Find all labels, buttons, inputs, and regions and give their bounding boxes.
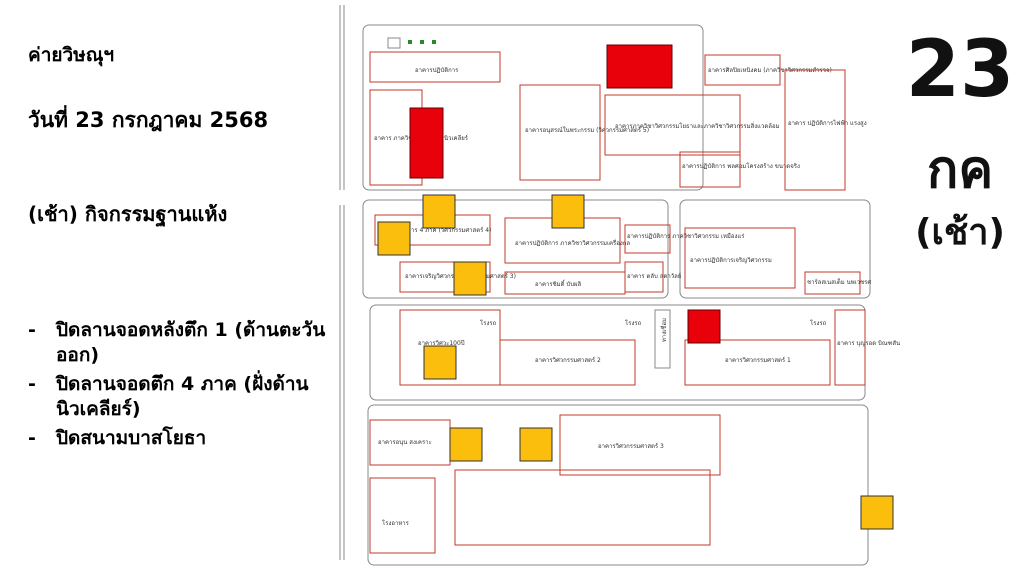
building-industrial (519, 84, 601, 181)
building-eng2 (499, 339, 636, 386)
building-survey (604, 94, 741, 156)
activity-zone (519, 427, 553, 462)
badge-day: 23 (905, 25, 1015, 115)
closed-zone (606, 44, 673, 89)
building-chem (624, 224, 671, 254)
building-label: อาคาร ปฏิบัติการไฟฟ้า แรงสูง (788, 119, 867, 127)
closed-zone (687, 309, 721, 344)
block-outline (679, 199, 871, 299)
building-label: อาคารวิศวกรรมศาสตร์ 2 (535, 356, 601, 364)
closed-zones (409, 44, 721, 344)
building-label: อาคารวิศวกรรมศาสตร์ 1 (725, 356, 791, 364)
building-lab (679, 151, 741, 188)
building-power (784, 69, 846, 191)
building-boonrod (834, 309, 866, 386)
building-sarasin (804, 271, 861, 295)
building-label: อาคารอนุน สงเคราะ (378, 439, 432, 446)
tree-marker (408, 40, 412, 44)
activity-label: (เช้า) กิจกรรมฐานแห้ง (28, 202, 228, 226)
tree-marker (432, 40, 436, 44)
badge-month: กค (926, 140, 994, 200)
building-label: อาคารอนุสรณ์ในพระกรรม (วิศวกรรมศาสตร์ 5) (525, 126, 649, 134)
block-outline (367, 404, 869, 566)
closure-item: -ปิดลานจอดตึก 4 ภาค (ฝั่งด้านนิวเคลียร์) (28, 373, 309, 420)
activity-zone (449, 427, 483, 462)
closure-text: ปิดสนามบาสโยธา (56, 427, 207, 449)
building-charoen (399, 261, 491, 293)
building-label: ทางเชื่อม (660, 318, 668, 342)
activity-zone (422, 194, 456, 229)
building-label: โรงรถ (810, 319, 827, 327)
closure-text: ปิดลานจอดตึก 4 ภาค (ฝั่งด้านนิวเคลียร์) (56, 373, 309, 420)
campus-map: อาคารปฏิบัติการ อาคาร ภาควิชา วิศวกรรม น… (339, 5, 900, 566)
building-label: ชาร์ลสเนสเด็ม นพเวชรศ (807, 277, 871, 286)
building-label: อาคารปฏิบัติการ (415, 67, 459, 74)
road-outlines (339, 5, 871, 566)
closure-text: ปิดลานจอดหลังตึก 1 (ด้านตะวันออก) (56, 319, 326, 366)
closed-zone (409, 107, 444, 179)
activity-zone (551, 194, 585, 229)
block-outline (362, 199, 669, 299)
tree-marker (420, 40, 424, 44)
camp-title: ค่ายวิษณุฯ (28, 44, 115, 66)
building-label: อาคาร 4 ภาค (วิศวกรรมศาสตร์ 4) (400, 226, 491, 234)
building-eng1 (684, 339, 831, 386)
activity-zones (377, 194, 894, 530)
building-eng3-wing (454, 469, 711, 546)
walkway-outline (654, 309, 671, 369)
date-label: วันที่ 23 กรกฎาคม 2568 (28, 108, 269, 132)
activity-zone (860, 495, 894, 530)
building-charoenrath (684, 227, 796, 289)
building-lab2 (624, 261, 664, 293)
building-label: อาคารปฏิบัติการ ภาควิชาวิศวกรรม เหมืองแร… (627, 232, 745, 240)
badge-period: (เช้า) (915, 212, 1005, 253)
building-label: อาคารปฏิบัติการเจริญวิศวกรรม (690, 257, 772, 264)
building-canteen (369, 477, 436, 554)
building-label: อาคารปฏิบัติการ ภาควิชาวิศวกรรมเครื่องกล (515, 239, 630, 247)
activity-zone (423, 345, 457, 380)
building-practice (369, 51, 501, 83)
closure-list: -ปิดลานจอดหลังตึก 1 (ด้านตะวันออก) -ปิดล… (28, 318, 328, 455)
building-label: อาคารปฏิบัติการ พลศอมโครงสร้าง ขนาดจริง (682, 162, 800, 170)
building-eng3 (559, 414, 721, 476)
building-outlines: อาคารปฏิบัติการ อาคาร ภาควิชา วิศวกรรม น… (369, 51, 900, 554)
building-label: อาคารชิมดิ์ บับผลิ (535, 279, 582, 288)
building-label: โรงอาหาร (382, 519, 410, 527)
building-label: อาคาร บุญรอด บิณฑสันต์ (837, 339, 900, 347)
block-outline (362, 24, 704, 191)
activity-zone (377, 221, 411, 256)
building-label: โรงรถ (480, 319, 497, 327)
tree-marker (387, 37, 401, 49)
building-label: อาคารวิศวะ100ปี (418, 339, 465, 347)
activity-zone (453, 261, 487, 296)
building-label: อาคารภาควิชาวิศวกรรมโยธาและภาควิชาวิศวกร… (615, 122, 780, 130)
building-label: โรงรถ (625, 319, 642, 327)
building-label: อาคารศิลปิยเหนิงคม (ภาควิชาวิศวกรรมสำรวจ… (708, 67, 832, 74)
building-art (704, 54, 781, 86)
closure-item: -ปิดสนามบาสโยธา (28, 427, 207, 449)
closure-item: -ปิดลานจอดหลังตึก 1 (ด้านตะวันออก) (28, 319, 326, 366)
building-label: อาคารวิศวกรรมศาสตร์ 3 (598, 442, 664, 450)
building-label: อาคาร ตลับ ลดาวัลย์ (627, 272, 681, 280)
